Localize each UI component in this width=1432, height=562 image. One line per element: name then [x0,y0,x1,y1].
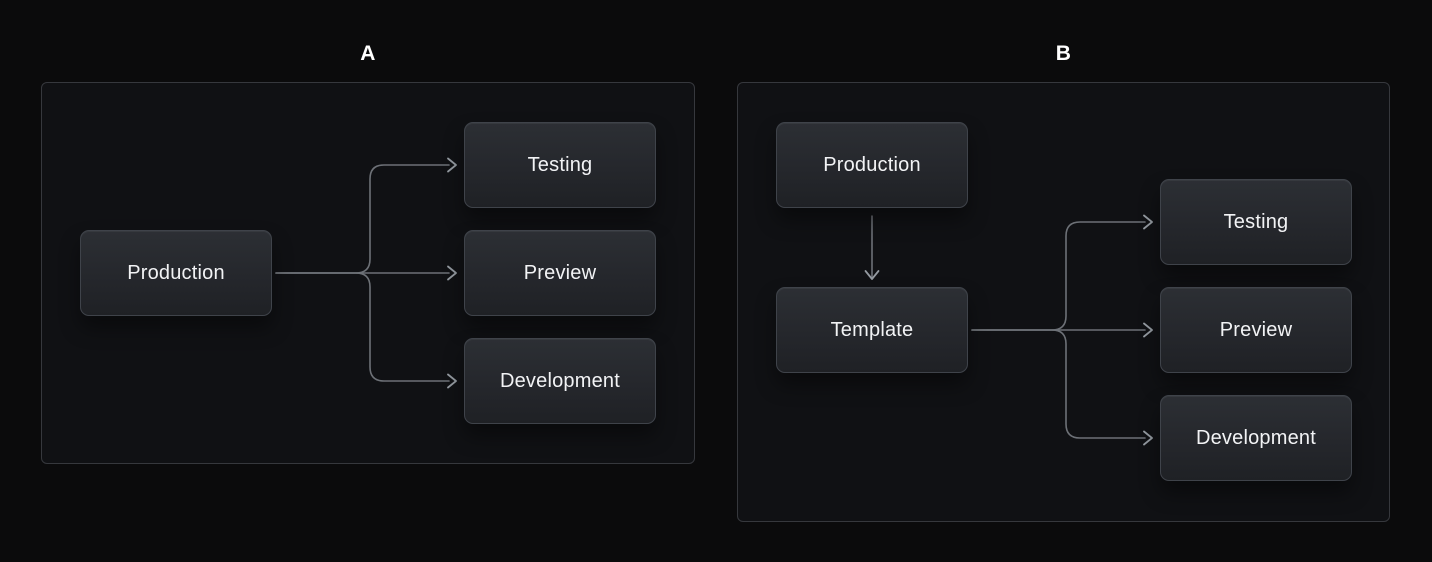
node-testing: Testing [464,122,656,208]
node-development-label: Development [499,369,621,392]
node-testing: Testing [1160,179,1352,265]
node-template: Template [776,287,968,373]
node-development: Development [464,338,656,424]
node-preview-label: Preview [523,261,597,284]
node-development-label: Development [1195,426,1317,449]
node-production: Production [776,122,968,208]
node-production-label: Production [127,261,225,284]
node-development: Development [1160,395,1352,481]
node-preview: Preview [464,230,656,316]
node-testing-label: Testing [1223,210,1289,233]
node-production: Production [80,230,272,316]
node-testing-label: Testing [527,153,593,176]
diagram-b-title: B [1055,42,1072,65]
node-template-label: Template [830,318,914,341]
node-preview-label: Preview [1219,318,1293,341]
diagram-a-title: A [360,42,376,65]
node-production-label: Production [823,153,921,176]
node-preview: Preview [1160,287,1352,373]
